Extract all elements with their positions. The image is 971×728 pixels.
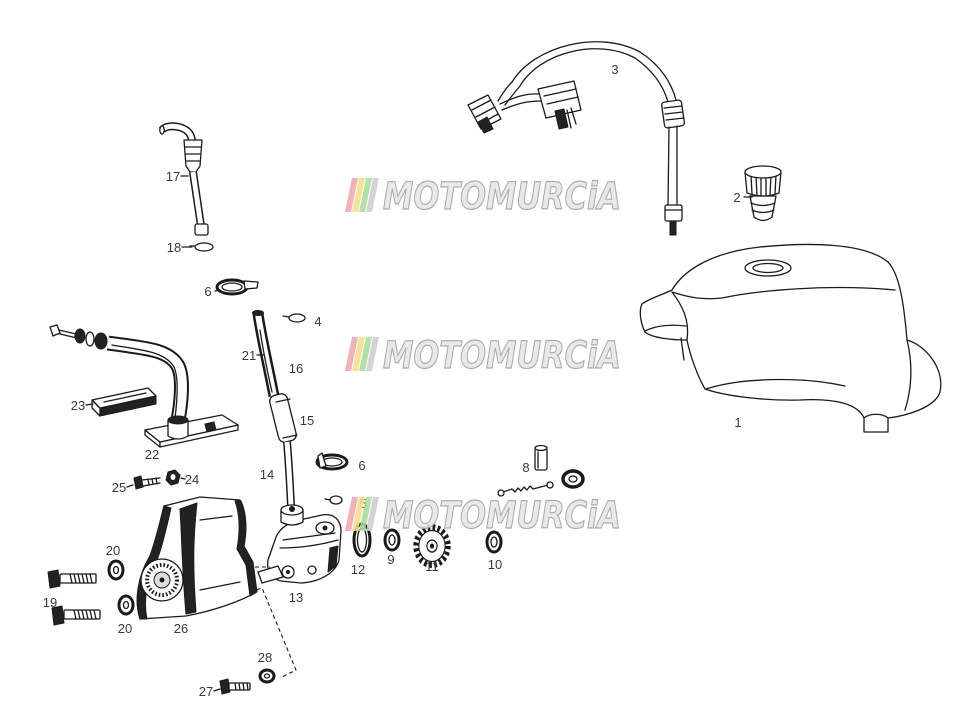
part-small-clamp xyxy=(189,242,214,252)
part-washer xyxy=(561,469,585,489)
callout-label: 24 xyxy=(185,472,199,487)
callout-label: 16 xyxy=(289,361,303,376)
callout-label: 2 xyxy=(733,190,740,205)
watermark-stripe xyxy=(345,337,358,371)
part-oil-pump xyxy=(257,504,342,584)
callout-label: 23 xyxy=(71,398,85,413)
callout-label: 18 xyxy=(167,240,181,255)
watermark-text: MOTOMURCiA xyxy=(383,175,621,218)
part-hose-clamp-upper xyxy=(215,278,259,296)
watermark-stripe xyxy=(366,178,379,212)
callout-label: 25 xyxy=(112,480,126,495)
callout-label: 6 xyxy=(358,458,365,473)
part-oil-tank xyxy=(639,243,942,433)
part-bolt-27 xyxy=(219,678,251,695)
assembly-guide-lines xyxy=(248,566,297,679)
callout-label: 3 xyxy=(611,62,618,77)
watermark: MOTOMURCiA xyxy=(345,174,622,219)
callout-label: 4 xyxy=(314,314,321,329)
callout-label: 20 xyxy=(106,543,120,558)
watermark-text: MOTOMURCiA xyxy=(383,494,621,537)
callout-label: 28 xyxy=(258,650,272,665)
callout-label: 11 xyxy=(425,559,439,574)
part-pin xyxy=(534,444,548,471)
part-washer-28 xyxy=(258,668,276,684)
callout-label: 22 xyxy=(145,447,159,462)
part-washer-20-upper xyxy=(107,559,125,581)
part-mounting-plate xyxy=(144,414,239,448)
part-clip xyxy=(282,313,306,323)
part-pump-cover xyxy=(136,496,258,620)
part-bolt-19-upper xyxy=(47,569,97,589)
watermark-stripe xyxy=(359,337,372,371)
part-clip-5 xyxy=(324,495,343,505)
part-seal-9 xyxy=(383,528,401,552)
part-bolt-25 xyxy=(133,475,161,490)
callout-label: 13 xyxy=(289,590,303,605)
part-bolt-19-lower xyxy=(51,605,101,626)
callout-label: 10 xyxy=(488,557,502,572)
part-oil-hose xyxy=(252,310,298,507)
part-hose-clamp-lower xyxy=(315,452,349,471)
callout-label: 14 xyxy=(260,467,274,482)
watermark-stripe xyxy=(352,497,365,531)
watermark-text: MOTOMURCiA xyxy=(383,334,621,377)
part-spring xyxy=(497,481,554,497)
part-seal-10 xyxy=(485,530,503,554)
callout-labels: 1 2 3 4 5 6 6 8 9 10 11 12 13 14 15 16 1… xyxy=(43,62,742,699)
watermark: MOTOMURCiA xyxy=(345,333,622,378)
watermark-stripe xyxy=(359,178,372,212)
watermark-stripe xyxy=(352,337,365,371)
callout-label: 26 xyxy=(174,621,188,636)
callout-label: 27 xyxy=(199,684,213,699)
callout-label: 21 xyxy=(242,348,256,363)
callout-label: 8 xyxy=(522,460,529,475)
callout-label: 6 xyxy=(204,284,211,299)
watermark-stripe xyxy=(359,497,372,531)
part-tank-cap xyxy=(744,165,782,222)
watermark-stripe xyxy=(345,497,358,531)
callout-label: 19 xyxy=(43,595,57,610)
watermark-stripe xyxy=(366,497,379,531)
callout-label: 20 xyxy=(118,621,132,636)
leader-lines xyxy=(85,175,753,692)
callout-label: 9 xyxy=(387,552,394,567)
part-sensor-cable xyxy=(467,41,685,236)
watermark-stripe xyxy=(352,178,365,212)
part-washer-20-lower xyxy=(117,594,135,616)
part-vent-fitting xyxy=(158,122,209,236)
watermark-stripe xyxy=(366,337,379,371)
part-pad xyxy=(91,387,157,417)
callout-label: 17 xyxy=(166,169,180,184)
part-nut-24 xyxy=(165,469,181,486)
callout-label: 12 xyxy=(351,562,365,577)
callout-label: 1 xyxy=(734,415,741,430)
watermark: MOTOMURCiA xyxy=(345,493,622,538)
watermark-stripe xyxy=(345,178,358,212)
callout-label: 15 xyxy=(300,413,314,428)
part-filler-neck xyxy=(49,324,189,422)
part-drive-gear xyxy=(413,524,451,568)
